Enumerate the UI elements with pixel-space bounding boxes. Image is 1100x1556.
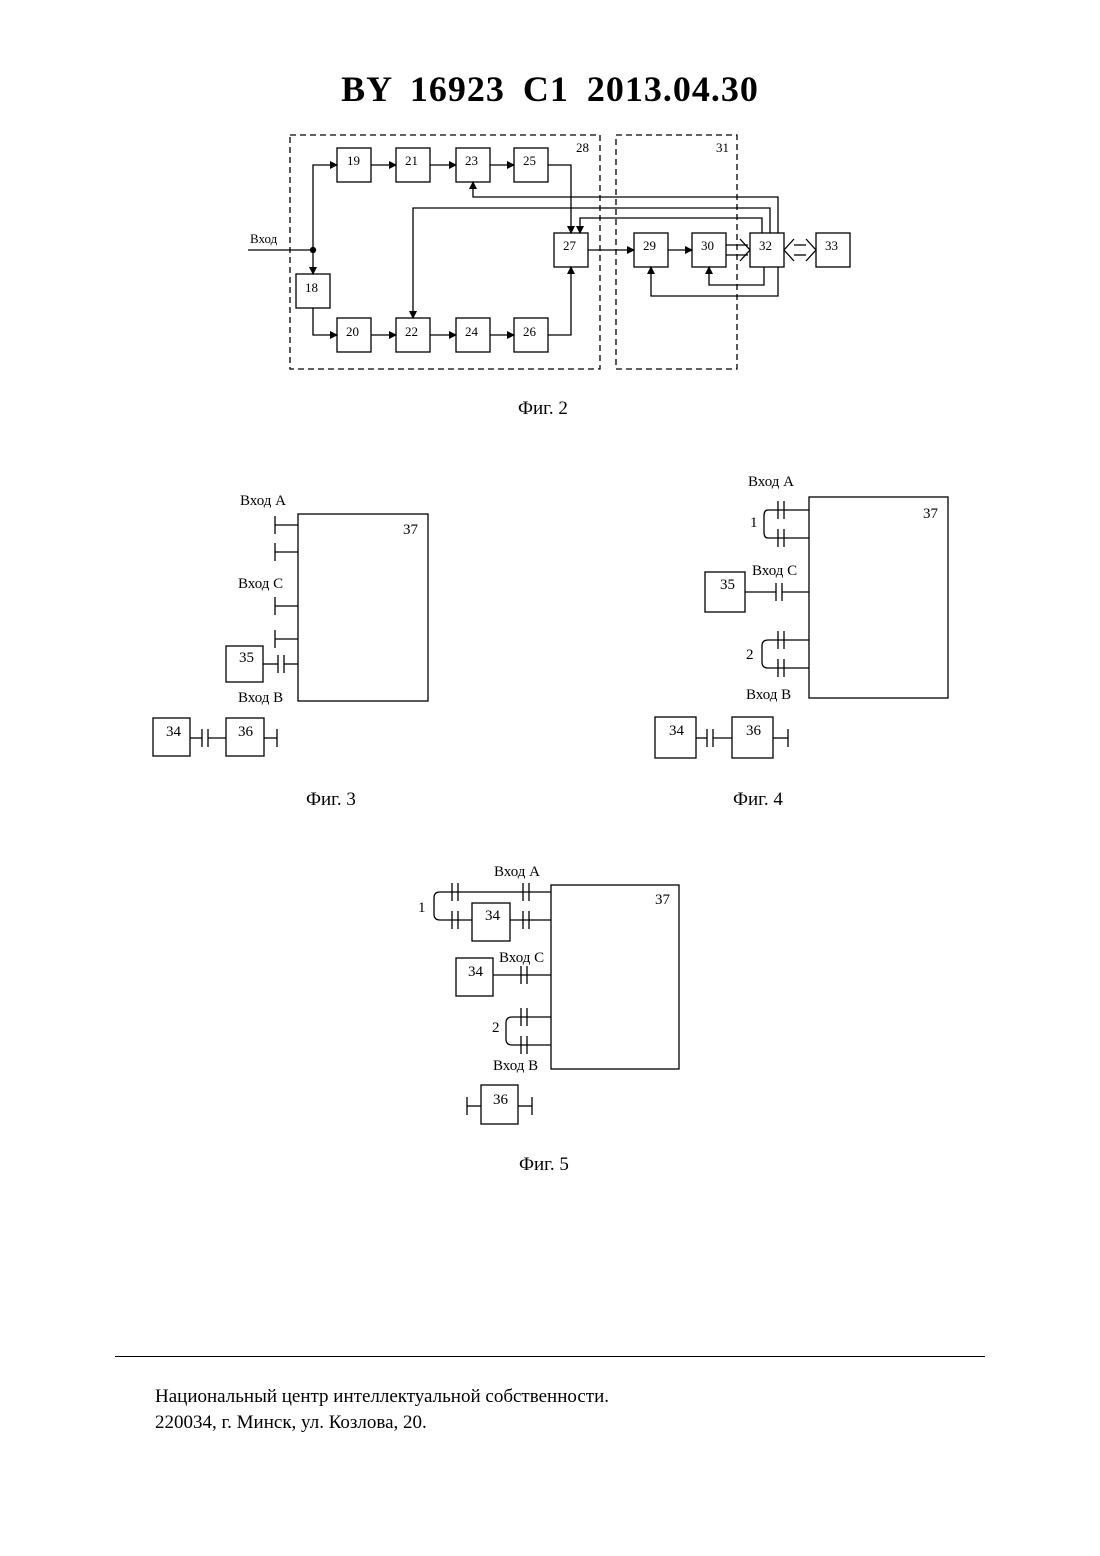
fig5-label-36: 36 [493,1092,509,1108]
fig2-block-label: 18 [305,280,318,295]
fig2-block-label: 33 [825,238,838,253]
fig2-block-label: 19 [347,153,360,168]
fig2-group-label: 31 [716,140,729,155]
fig4-block-37 [809,497,948,698]
fig2-block-label: 27 [563,238,577,253]
fig2-input-label: Вход [250,231,278,246]
fig4-input-c-label: Вход С [752,563,797,579]
fig5-input-b-label: Вход В [493,1058,538,1074]
fig4-label-35: 35 [720,577,735,593]
fig3-label-35: 35 [239,650,254,666]
fig2-block-label: 30 [701,238,714,253]
fig2-block-label: 25 [523,153,536,168]
fig5-label-34-b: 34 [468,964,484,980]
fig5-input-a-label: Вход А [494,864,540,880]
fig5-diagram [434,883,679,1124]
fig4-input-b-label: Вход В [746,687,791,703]
fig5-block-37 [551,885,679,1069]
fig5-label-34-a: 34 [485,908,501,924]
fig3-block-37 [298,514,428,701]
fig2-group-label: 28 [576,140,589,155]
fig2-block-label: 23 [465,153,478,168]
fig4-label-37: 37 [923,506,939,522]
fig4-label-36: 36 [746,723,762,739]
fig2-caption: Фиг. 2 [518,398,568,420]
fig2-block-label: 20 [346,324,359,339]
fig5-input-c-label: Вход С [499,950,544,966]
fig3-input-a-label: Вход А [240,493,286,509]
fig3-diagram [153,514,428,756]
fig2-block-label: 21 [405,153,418,168]
fig4-label-34: 34 [669,723,685,739]
fig4-caption: Фиг. 4 [733,789,783,811]
fig3-caption: Фиг. 3 [306,789,356,811]
footer-line-2: 220034, г. Минск, ул. Козлова, 20. [155,1412,427,1434]
fig5-loop-1-label: 1 [418,900,426,916]
fig4-diagram [655,497,948,758]
fig3-label-36: 36 [238,724,254,740]
footer-line-1: Национальный центр интеллектуальной собс… [155,1386,609,1408]
fig2-block-label: 24 [465,324,479,339]
fig5-caption: Фиг. 5 [519,1154,569,1176]
fig3-input-b-label: Вход В [238,690,283,706]
fig5-label-37: 37 [655,892,671,908]
fig3-label-37: 37 [403,522,419,538]
fig2-block-label: 22 [405,324,418,339]
fig4-loop-1-label: 1 [750,515,758,531]
fig2-block-label: 29 [643,238,656,253]
footer-divider [115,1356,985,1357]
fig4-loop-2-label: 2 [746,647,754,663]
fig4-input-a-label: Вход А [748,474,794,490]
fig3-label-34: 34 [166,724,182,740]
fig2-block-label: 32 [759,238,772,253]
fig2-block-label: 26 [523,324,537,339]
fig5-loop-2-label: 2 [492,1020,500,1036]
fig3-input-c-label: Вход С [238,576,283,592]
